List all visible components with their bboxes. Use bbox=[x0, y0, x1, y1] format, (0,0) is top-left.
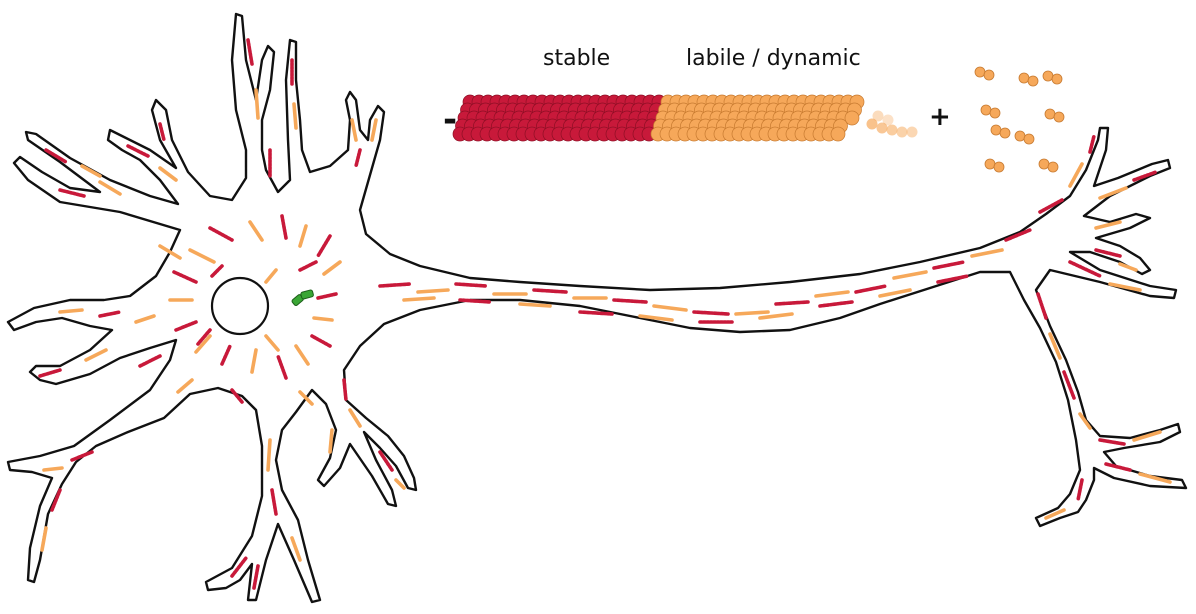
microtubule-lattice bbox=[453, 95, 918, 141]
tubulin-dimer bbox=[1054, 112, 1064, 122]
tubulin-dimer bbox=[1048, 162, 1058, 172]
tubulin-dimer bbox=[991, 125, 1001, 135]
stable-microtubule bbox=[534, 290, 566, 292]
frayed-tubulin-subunit bbox=[897, 127, 908, 138]
stable-microtubule bbox=[694, 312, 728, 314]
stable-microtubule bbox=[460, 300, 490, 302]
tubulin-dimer bbox=[1045, 109, 1055, 119]
frayed-tubulin-subunit bbox=[887, 125, 898, 136]
labile-microtubule bbox=[736, 312, 768, 314]
tubulin-dimer bbox=[1052, 74, 1062, 84]
stable-microtubule bbox=[580, 312, 612, 314]
tubulin-dimer bbox=[1015, 131, 1025, 141]
labile-tubulin-subunit bbox=[831, 127, 845, 141]
free-tubulin-dimers bbox=[975, 67, 1064, 172]
stable-microtubule bbox=[456, 284, 486, 286]
labile-microtubule bbox=[404, 298, 434, 300]
tubulin-dimer bbox=[1039, 159, 1049, 169]
frayed-tubulin-subunit bbox=[883, 115, 894, 126]
minus-end-label: - bbox=[443, 100, 457, 140]
stable-microtubule bbox=[344, 380, 346, 400]
frayed-tubulin-subunit bbox=[873, 111, 884, 122]
tubulin-dimer bbox=[1019, 73, 1029, 83]
stable-microtubule bbox=[248, 40, 252, 64]
labile-microtubule bbox=[44, 468, 62, 470]
tubulin-dimer bbox=[984, 70, 994, 80]
tubulin-dimer bbox=[994, 162, 1004, 172]
tubulin-dimer bbox=[1000, 128, 1010, 138]
labile-microtubule bbox=[314, 318, 332, 320]
labile-microtubule bbox=[256, 90, 258, 118]
tubulin-dimer bbox=[990, 108, 1000, 118]
tubulin-dimer bbox=[1028, 76, 1038, 86]
stable-microtubule bbox=[776, 302, 808, 304]
labile-microtubule bbox=[396, 480, 404, 488]
tubulin-dimer bbox=[981, 105, 991, 115]
labile-microtubule bbox=[268, 440, 270, 470]
labile-microtubule bbox=[294, 104, 296, 128]
stable-label: stable bbox=[543, 46, 610, 71]
tubulin-dimer bbox=[1043, 71, 1053, 81]
nucleus-circle bbox=[212, 278, 268, 334]
frayed-tubulin-subunit bbox=[907, 127, 918, 138]
labile-microtubule bbox=[60, 310, 82, 312]
tubulin-dimer bbox=[975, 67, 985, 77]
plus-end-label: + bbox=[929, 102, 951, 132]
labile-dynamic-label: labile / dynamic bbox=[686, 46, 861, 71]
tubulin-dimer bbox=[1024, 134, 1034, 144]
tubulin-dimer bbox=[985, 159, 995, 169]
stable-microtubule bbox=[140, 356, 160, 366]
stable-microtubule bbox=[614, 300, 646, 302]
labile-microtubule bbox=[418, 290, 448, 292]
labile-microtubule bbox=[330, 430, 332, 452]
labile-microtubule bbox=[520, 304, 550, 306]
stable-microtubule bbox=[380, 284, 410, 286]
